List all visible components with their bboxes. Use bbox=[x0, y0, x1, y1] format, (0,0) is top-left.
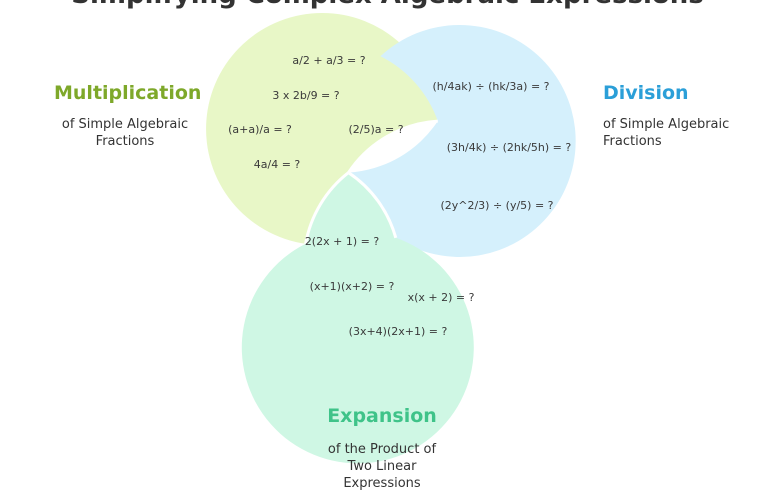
exp-expression: (x+1)(x+2) = ? bbox=[310, 280, 395, 293]
division-description: of Simple Algebraic Fractions bbox=[603, 116, 743, 150]
region-divider bbox=[347, 119, 438, 174]
exp-expression: (3x+4)(2x+1) = ? bbox=[349, 325, 448, 338]
multiplication-description: of Simple Algebraic Fractions bbox=[50, 116, 200, 150]
exp-expression: 2(2x + 1) = ? bbox=[305, 235, 380, 248]
expansion-title: Expansion bbox=[327, 405, 437, 427]
expansion-region bbox=[241, 172, 474, 464]
description-line: Expressions bbox=[343, 476, 421, 491]
region-divider bbox=[304, 171, 350, 245]
description-line: Fractions bbox=[603, 134, 662, 149]
description-line: of the Product of bbox=[327, 442, 437, 457]
description-line: of Simple Algebraic bbox=[603, 117, 730, 132]
mult-expression: 4a/4 = ? bbox=[254, 158, 301, 171]
expansion-description: of the Product of Two Linear Expressions bbox=[297, 441, 467, 492]
multiplication-region bbox=[206, 12, 438, 244]
mult-expression: 3 x 2b/9 = ? bbox=[272, 89, 339, 102]
multiplication-title: Multiplication bbox=[54, 82, 202, 104]
description-line: Two Linear bbox=[347, 459, 417, 474]
exp-expression: x(x + 2) = ? bbox=[408, 291, 475, 304]
division-region bbox=[348, 24, 576, 257]
mult-expression: a/2 + a/3 = ? bbox=[292, 54, 365, 67]
venn-diagram: a/2 + a/3 = ? 3 x 2b/9 = ? (a+a)/a = ? (… bbox=[206, 12, 576, 464]
division-title: Division bbox=[603, 82, 689, 104]
description-line: of Simple Algebraic bbox=[61, 117, 189, 132]
div-expression: (2y^2/3) ÷ (y/5) = ? bbox=[440, 199, 553, 212]
div-expression: (3h/4k) ÷ (2hk/5h) = ? bbox=[447, 141, 572, 154]
description-line: Fractions bbox=[95, 134, 155, 149]
mult-expression: (a+a)/a = ? bbox=[228, 123, 292, 136]
diagram-title: Simplifying Complex Algebraic Expression… bbox=[0, 0, 775, 10]
region-divider bbox=[347, 171, 398, 239]
div-expression: (h/4ak) ÷ (hk/3a) = ? bbox=[433, 80, 550, 93]
mult-expression: (2/5)a = ? bbox=[348, 123, 403, 136]
